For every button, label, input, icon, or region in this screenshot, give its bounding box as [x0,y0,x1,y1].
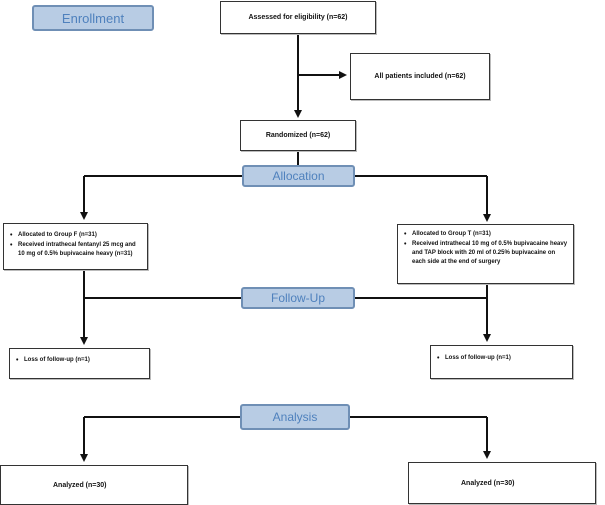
randomized-box: Randomized (n=62) [240,120,356,151]
included-box: All patients included (n=62) [350,53,490,100]
group-f-treatment: Received intrathecal fentanyl 25 mcg and… [10,241,143,259]
enrollment-stage-label: Enrollment [32,5,154,31]
group-t-list: Allocated to Group T (n=31) Received int… [402,230,569,267]
follow-up-stage-label: Follow-Up [241,287,355,309]
group-t-treatment: Received intrathecal 10 mg of 0.5% bupiv… [404,240,569,267]
analyzed-right-box: Analyzed (n=30) [408,462,596,504]
analyzed-left-box: Analyzed (n=30) [0,465,188,505]
group-f-box: Allocated to Group F (n=31) Received int… [3,223,148,270]
group-f-allocation: Allocated to Group F (n=31) [10,231,143,240]
group-f-list: Allocated to Group F (n=31) Received int… [8,231,143,259]
group-t-allocation: Allocated to Group T (n=31) [404,230,569,239]
group-t-box: Allocated to Group T (n=31) Received int… [397,224,574,284]
allocation-stage-label: Allocation [242,165,355,187]
loss-follow-up-right: Loss of follow-up (n=1) [437,354,568,363]
loss-follow-up-left: Loss of follow-up (n=1) [16,356,145,365]
assessed-box: Assessed for eligibility (n=62) [220,1,376,34]
analysis-stage-label: Analysis [240,404,350,430]
loss-follow-up-left-box: Loss of follow-up (n=1) [9,348,150,379]
loss-follow-up-right-box: Loss of follow-up (n=1) [430,345,573,379]
